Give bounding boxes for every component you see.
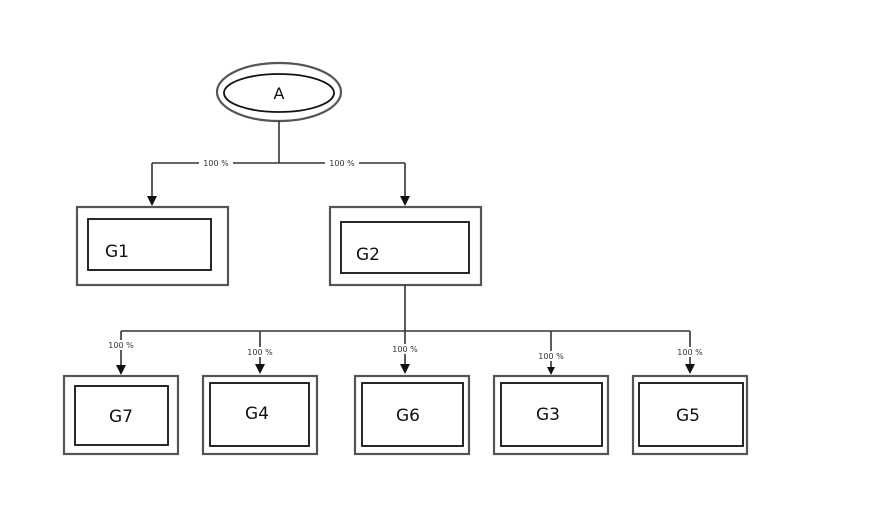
node-g6-label: G6 <box>396 406 420 426</box>
arrow-g5 <box>685 364 695 374</box>
edge-label-bg-g4 <box>243 347 277 357</box>
node-a-label: A <box>274 84 285 103</box>
node-g4-label: G4 <box>245 404 269 424</box>
arrow-g3 <box>547 367 555 375</box>
arrow-g6 <box>400 364 410 374</box>
node-g4[interactable]: G4 <box>201 374 319 456</box>
node-g3[interactable]: G3 <box>492 374 610 456</box>
edge-label-g7: 100 % <box>108 341 134 350</box>
node-g2-label: G2 <box>356 245 380 265</box>
node-g7-inner <box>74 385 169 446</box>
node-g5-label: G5 <box>676 406 700 426</box>
edge-label-g5: 100 % <box>677 348 703 357</box>
edge-label-bg-g3 <box>534 351 568 361</box>
edge-label-g3: 100 % <box>538 352 564 361</box>
node-g1[interactable]: G1 <box>75 205 230 287</box>
node-g7[interactable]: G7 <box>62 374 180 456</box>
edge-label-bg-g2 <box>325 157 359 168</box>
edge-label-g1: 100 % <box>203 159 229 168</box>
edge-label-bg-g6 <box>388 344 422 354</box>
node-g3-inner <box>500 382 603 447</box>
node-a-inner-ellipse <box>223 73 335 113</box>
arrow-g7 <box>116 365 126 375</box>
node-g1-inner <box>87 218 212 271</box>
node-g4-inner <box>209 382 310 447</box>
edges-a-to-level1: 100 % 100 % <box>147 121 410 206</box>
arrow-g1 <box>147 196 157 206</box>
edge-label-bg-g5 <box>673 347 707 357</box>
edge-label-g2: 100 % <box>329 159 355 168</box>
node-g5-inner <box>638 382 744 447</box>
node-g1-label: G1 <box>105 242 129 262</box>
node-g6[interactable]: G6 <box>353 374 471 456</box>
arrow-g2 <box>400 196 410 206</box>
node-g7-label: G7 <box>109 407 133 427</box>
node-g2-inner <box>340 221 470 274</box>
node-g2[interactable]: G2 <box>328 205 483 287</box>
edge-label-g4: 100 % <box>247 348 273 357</box>
node-g6-inner <box>361 382 464 447</box>
node-a[interactable]: A <box>215 61 343 123</box>
edge-label-bg-g1 <box>199 157 233 168</box>
edge-label-g6: 100 % <box>392 345 418 354</box>
node-g3-label: G3 <box>536 405 560 425</box>
edge-label-bg-g7 <box>104 340 138 350</box>
node-g5[interactable]: G5 <box>631 374 749 456</box>
arrow-g4 <box>255 364 265 374</box>
edges-g2-to-level2: 100 % 100 % 100 % 100 % 100 % <box>104 285 707 375</box>
